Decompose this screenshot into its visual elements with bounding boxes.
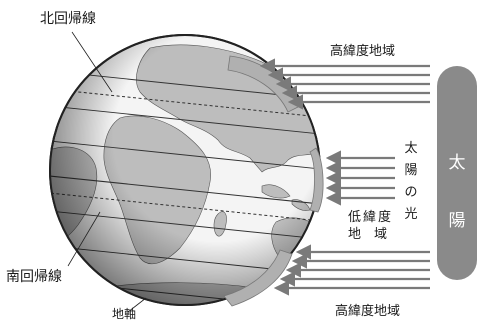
low-latitude-label-line1: 低緯度 <box>348 210 394 225</box>
tropic-of-capricorn-leader <box>67 211 101 267</box>
earth-axis-leader <box>127 297 147 313</box>
tropic-of-cancer-label: 北回帰線 <box>40 11 96 27</box>
low-latitude-label-line2: 地 域 <box>348 227 388 242</box>
sunlight-label-char: 陽 <box>398 163 424 178</box>
earth-axis-label: 地軸 <box>112 307 137 321</box>
sunlight-arrows-top <box>259 58 430 110</box>
sunlight-label-char: 太 <box>398 141 424 156</box>
sun-label-char: 太 <box>448 153 466 173</box>
sunlight-label-char: 光 <box>398 207 424 222</box>
high-latitude-label-bottom: 高緯度地域 <box>335 304 401 319</box>
low-latitude-band <box>309 147 324 213</box>
high-latitude-label-top: 高緯度地域 <box>330 44 396 59</box>
tropic-of-capricorn-label: 南回帰線 <box>6 269 62 285</box>
sunlight-arrows-middle <box>325 150 395 206</box>
sunlight-arrows-bottom <box>273 244 430 296</box>
earth-globe <box>49 34 321 306</box>
sun <box>437 66 477 280</box>
tropic-of-cancer-leader <box>71 31 113 93</box>
sunlight-label-char: の <box>398 185 424 200</box>
sun-label-char: 陽 <box>448 211 466 231</box>
